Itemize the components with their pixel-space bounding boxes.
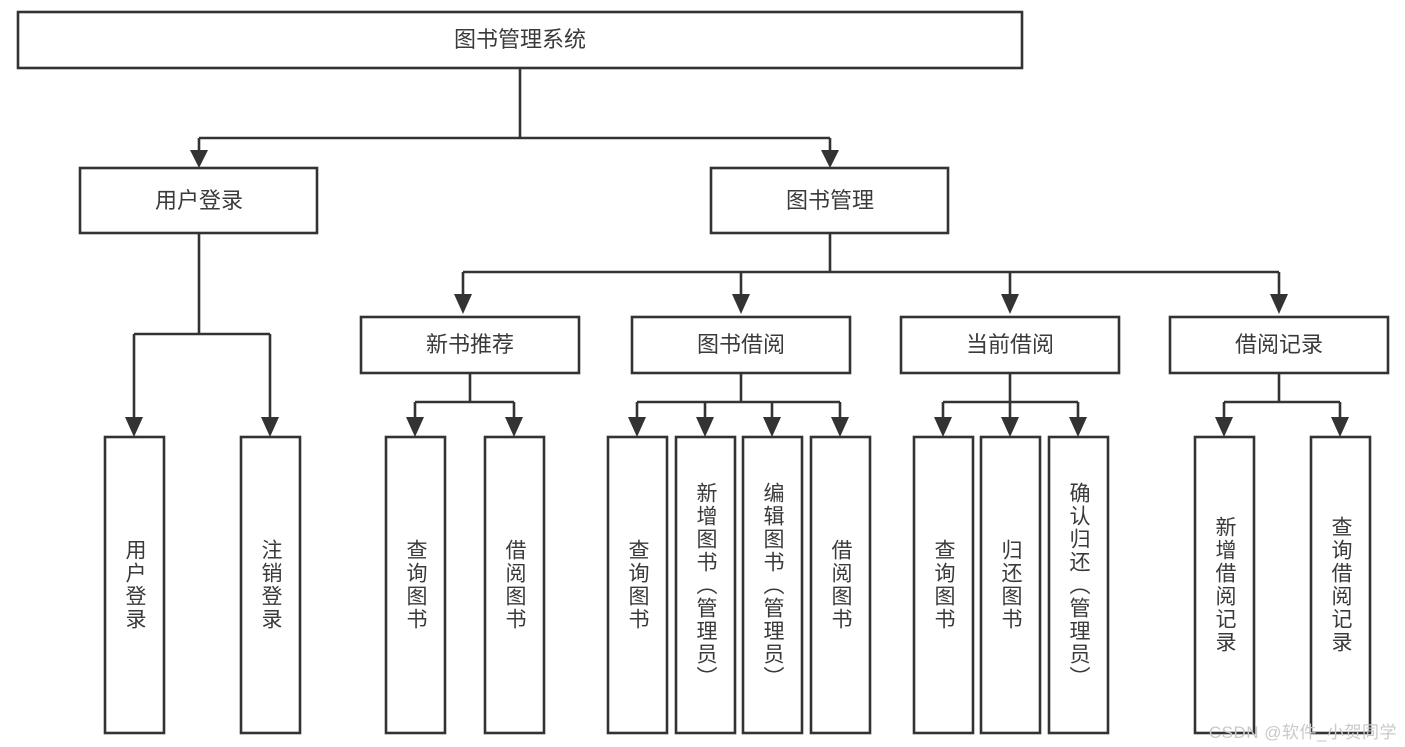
arrow-to-book-borrow bbox=[732, 294, 750, 314]
arrow-to-current-borrow bbox=[1001, 294, 1019, 314]
leaf-box-logout[interactable] bbox=[239, 435, 302, 735]
arrow-to-nb-leaf-2 bbox=[505, 417, 523, 437]
node-borrow-record-box[interactable] bbox=[1168, 315, 1390, 375]
leaf-box-br-add[interactable] bbox=[1193, 435, 1256, 735]
node-book-borrow-box[interactable] bbox=[630, 315, 852, 375]
node-book-borrow-label: 图书借阅 bbox=[697, 332, 785, 357]
arrow-to-bb-leaf-2 bbox=[696, 417, 714, 437]
arrow-to-book-manage bbox=[821, 150, 839, 168]
node-user-login-label: 用户登录 bbox=[155, 188, 243, 213]
leaf-box-user-login[interactable] bbox=[103, 435, 166, 735]
arrow-to-leaf-logout bbox=[261, 417, 279, 437]
leaf-box-bb-edit[interactable] bbox=[741, 435, 804, 735]
node-root-box[interactable] bbox=[16, 10, 1024, 70]
leaf-box-cb-query[interactable] bbox=[912, 435, 975, 735]
node-new-book-box[interactable] bbox=[359, 315, 581, 375]
arrow-to-cb-leaf-3 bbox=[1069, 417, 1087, 437]
arrow-to-cb-leaf-1 bbox=[934, 417, 952, 437]
arrow-to-bb-leaf-4 bbox=[831, 417, 849, 437]
leaf-box-bb-borrow[interactable] bbox=[809, 435, 872, 735]
leaf-box-cb-confirm[interactable] bbox=[1047, 435, 1110, 735]
node-book-manage-box[interactable] bbox=[709, 166, 950, 235]
arrow-to-leaf-user-login bbox=[125, 417, 143, 437]
arrow-to-bb-leaf-3 bbox=[763, 417, 781, 437]
arrow-to-br-leaf-2 bbox=[1331, 417, 1349, 437]
node-book-manage-label: 图书管理 bbox=[786, 188, 874, 213]
node-current-borrow-label: 当前借阅 bbox=[966, 332, 1054, 357]
arrow-to-nb-leaf-1 bbox=[406, 417, 424, 437]
leaf-box-br-query[interactable] bbox=[1309, 435, 1372, 735]
node-borrow-record-label: 借阅记录 bbox=[1235, 332, 1323, 357]
arrow-to-borrow-record bbox=[1270, 294, 1288, 314]
leaf-box-bb-query[interactable] bbox=[606, 435, 669, 735]
node-current-borrow-box[interactable] bbox=[899, 315, 1121, 375]
arrow-to-br-leaf-1 bbox=[1215, 417, 1233, 437]
leaf-box-nb-borrow[interactable] bbox=[483, 435, 546, 735]
leaf-box-nb-query[interactable] bbox=[384, 435, 447, 735]
arrow-to-user-login bbox=[190, 150, 208, 168]
leaf-box-cb-return[interactable] bbox=[979, 435, 1042, 735]
arrow-to-cb-leaf-2 bbox=[1001, 417, 1019, 437]
node-new-book-label: 新书推荐 bbox=[426, 332, 514, 357]
node-root-label: 图书管理系统 bbox=[454, 27, 586, 52]
arrow-to-bb-leaf-1 bbox=[628, 417, 646, 437]
arrow-to-new-book bbox=[454, 294, 472, 314]
csdn-watermark: CSDN @软件_小贺同学 bbox=[1208, 723, 1397, 742]
leaf-box-bb-add[interactable] bbox=[674, 435, 737, 735]
